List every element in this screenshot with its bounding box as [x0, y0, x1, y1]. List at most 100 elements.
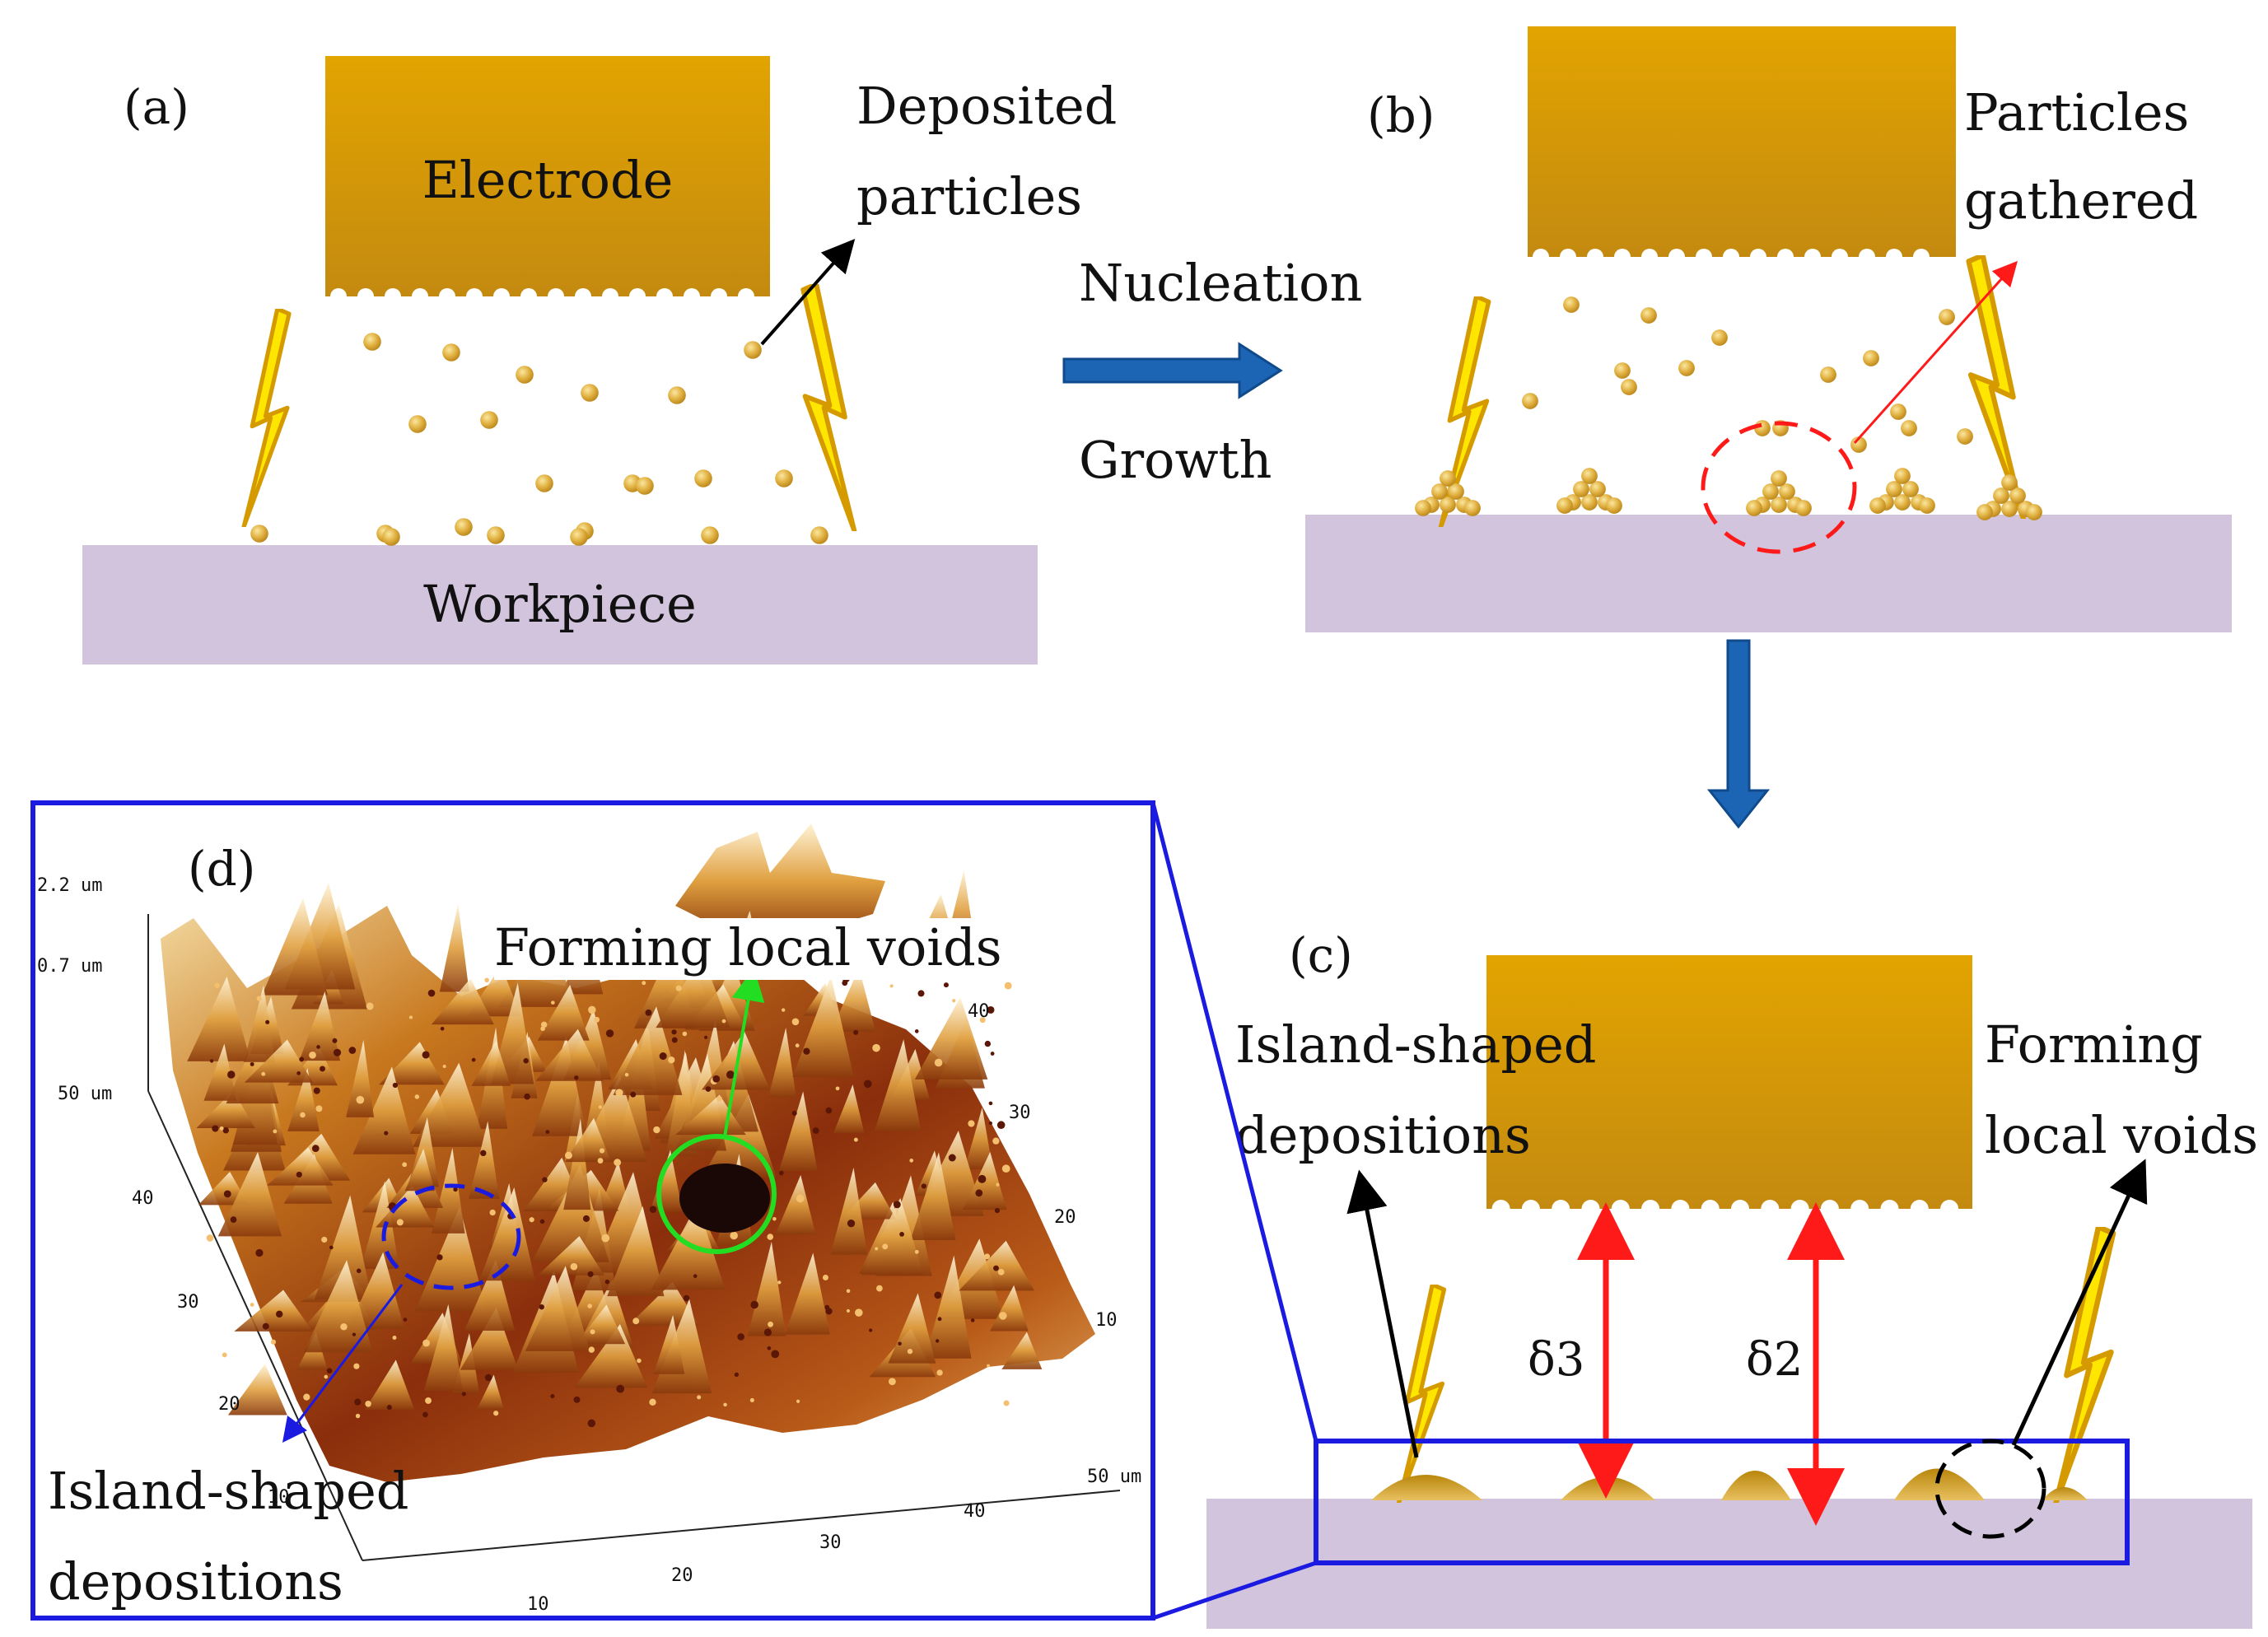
afm-peak [346, 1039, 375, 1117]
afm-peak [477, 1374, 504, 1410]
afm-speck [979, 1017, 986, 1024]
afm-speck [582, 1215, 590, 1222]
afm-peak [574, 1323, 648, 1388]
afm-peak [364, 1360, 415, 1411]
afm-speck [392, 1336, 397, 1340]
afm-speck [489, 1209, 496, 1216]
afm-speck [642, 981, 646, 986]
y-tick: 40 [132, 1188, 154, 1209]
afm-speck [408, 1015, 413, 1019]
afm-speck [645, 1009, 652, 1016]
islands-c-line2: depositions [1235, 1105, 1531, 1165]
electrode-scallops-a [330, 288, 754, 305]
afm-speck [340, 1322, 348, 1331]
particle-icon [382, 528, 400, 546]
island-mound [1721, 1471, 1791, 1500]
afm-speck [682, 1031, 688, 1037]
scallop [439, 288, 455, 305]
afm-speck [222, 1126, 229, 1134]
afm-speck [255, 1248, 264, 1257]
afm-peak [888, 1293, 936, 1364]
afm-speck [574, 1075, 579, 1080]
afm-speck [768, 1321, 773, 1327]
afm-speck [354, 1398, 362, 1406]
afm-speck [422, 1339, 431, 1347]
scallop [412, 288, 428, 305]
afm-speck [968, 1120, 975, 1127]
scallop [1696, 249, 1712, 265]
particle-icon [1415, 500, 1431, 516]
afm-speck [822, 1274, 828, 1280]
afm-peak [471, 1040, 511, 1086]
afm-speck [791, 1018, 800, 1026]
afm-speck [683, 1294, 690, 1302]
afm-peak [575, 1304, 626, 1345]
scallop [1611, 1200, 1630, 1218]
afm-speck [697, 1395, 702, 1400]
x-tick: 40 [964, 1501, 986, 1522]
afm-speck [846, 1308, 851, 1313]
afm-speck [471, 1057, 476, 1062]
gap-label-d3: δ3 [1528, 1333, 1584, 1387]
afm-speck [326, 1368, 333, 1373]
particle-icon [455, 518, 473, 536]
particle-icon [2001, 474, 2018, 491]
scallop [684, 288, 700, 305]
afm-speck [386, 1405, 392, 1411]
particle-icon [250, 525, 268, 543]
particle-icon [535, 474, 553, 492]
afm-speck [914, 1249, 919, 1254]
afm-speck [273, 1129, 278, 1134]
afm-speck [587, 1271, 594, 1277]
spark-icon [803, 284, 854, 531]
afm-speck [227, 1070, 236, 1079]
afm-speck [366, 1002, 374, 1010]
particle-icon [1939, 309, 1955, 325]
afm-speck [909, 1159, 914, 1163]
afm-speck [311, 1145, 320, 1153]
afm-speck [988, 1121, 992, 1126]
afm-peak [563, 1118, 591, 1210]
particle-icon [1640, 307, 1657, 324]
afm-peak [203, 1043, 237, 1101]
particle-icon [408, 415, 427, 433]
afm-peak [469, 1121, 500, 1199]
afm-speck [275, 1310, 283, 1318]
afm-speck [422, 1411, 428, 1418]
afm-peak [613, 1006, 683, 1095]
afm-speck [921, 1183, 926, 1189]
particle-icon [1522, 393, 1538, 409]
scallop [1850, 1200, 1869, 1218]
afm-peak [833, 1084, 865, 1134]
afm-speck [605, 1029, 614, 1038]
afm-peak [768, 1028, 796, 1098]
scallop [1777, 249, 1794, 265]
r-tick: 30 [1009, 1103, 1031, 1123]
particle-icon [363, 333, 381, 351]
afm-peak [198, 1171, 250, 1206]
island-mound [2042, 1487, 2088, 1500]
scallop [629, 288, 646, 305]
callout-arrow-voids-d [723, 968, 765, 1137]
afm-speck [355, 1413, 361, 1419]
afm-speck [943, 982, 949, 988]
y-tick: 50 um [58, 1084, 112, 1104]
afm-speck [671, 1029, 677, 1035]
afm-speck [779, 1170, 784, 1176]
afm-speck [888, 1378, 896, 1386]
afm-speck [907, 1349, 913, 1355]
scallop [1880, 1200, 1899, 1218]
electrode-c [1486, 955, 1972, 1209]
panel-d-tag: (d) [188, 841, 255, 897]
afm-peak [702, 1031, 771, 1090]
particle-icon [487, 526, 505, 544]
afm-peak [537, 1236, 604, 1276]
scallop [1581, 1200, 1600, 1218]
afm-peak [423, 1304, 464, 1391]
afm-peak [431, 978, 494, 1025]
afm-peak [348, 1252, 404, 1329]
afm-speck [734, 1372, 740, 1378]
afm-speck [853, 1137, 858, 1142]
particle-icon [775, 469, 793, 487]
scallop [1820, 1200, 1839, 1218]
